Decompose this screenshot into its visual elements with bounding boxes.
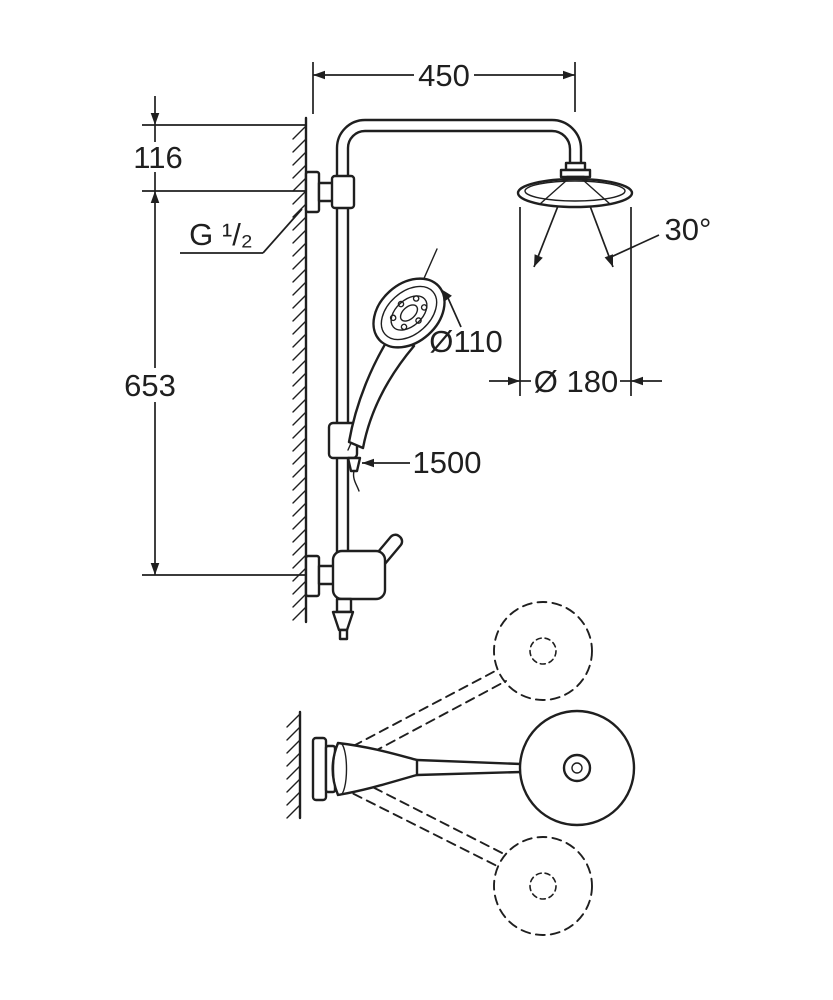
side-view <box>286 709 636 827</box>
hose-outlet-cone <box>346 456 362 473</box>
spray-nozzle <box>397 300 405 308</box>
dimension-110: Ø110 <box>429 289 503 359</box>
wall-hatching <box>286 713 301 819</box>
head-detail-line <box>582 179 611 205</box>
dimension-450: 450 <box>312 58 576 114</box>
arrowhead <box>604 254 613 267</box>
spray-nozzle <box>389 314 397 322</box>
arrowhead <box>631 376 643 386</box>
head-detail-line <box>539 179 568 205</box>
head-shower-plan <box>518 709 636 827</box>
arrowhead <box>150 563 160 575</box>
spray-cone: 30° <box>533 205 712 268</box>
bracket-clamp <box>330 174 356 210</box>
dimension-653: 653 <box>124 190 306 576</box>
shower-arm-edge <box>415 758 523 766</box>
wall-hatching <box>292 125 307 621</box>
bracket-flange <box>304 170 321 214</box>
valve-outlet <box>335 597 353 614</box>
arm-cone <box>331 741 419 797</box>
shower-holder <box>327 421 362 492</box>
dimension-116: 116 <box>133 96 306 191</box>
leader-line <box>447 297 462 328</box>
spray-nozzle <box>400 323 408 331</box>
handshower-face-ring <box>380 285 438 341</box>
dimension-180: Ø 180 <box>489 207 662 399</box>
dim-116-label: 116 <box>133 140 182 175</box>
head-shower-face <box>524 180 626 202</box>
arm-cone-rim <box>332 742 348 796</box>
swivel-arm-dashed <box>339 786 500 868</box>
pipe-outer-edge <box>335 118 583 562</box>
spray-nozzle <box>412 295 420 302</box>
valve-wall-flange <box>304 554 321 598</box>
leader-line <box>262 208 303 254</box>
shower-arm-edge <box>415 770 523 777</box>
diverter-valve <box>304 533 404 641</box>
thread-callout: G ¹/₂ <box>180 208 303 254</box>
dim-180-label: Ø 180 <box>534 364 618 399</box>
hose-stub <box>352 470 360 492</box>
arrowhead <box>313 70 325 80</box>
dim-653-label: 653 <box>124 368 176 403</box>
arrowhead <box>563 70 575 80</box>
wall-bracket-top <box>304 170 356 214</box>
head-shower-rim <box>516 177 634 209</box>
head-position-lower-dashed <box>493 836 593 936</box>
arrowhead <box>362 458 374 468</box>
hose-connector-cone <box>331 610 355 632</box>
arrowhead <box>150 191 160 203</box>
wall-top <box>292 116 308 624</box>
head-shower-hub <box>562 753 592 783</box>
angle-30-label: 30° <box>665 212 712 247</box>
arrowhead <box>150 113 160 125</box>
dim-450-label: 450 <box>418 58 470 93</box>
leader-line <box>610 234 660 258</box>
arrowhead <box>441 289 452 302</box>
head-position-upper-dashed <box>493 601 593 701</box>
valve-body <box>331 549 387 601</box>
dimension-1500: 1500 <box>362 445 481 480</box>
head-hub-lower-dashed <box>529 872 557 900</box>
head-shower-pivot <box>571 762 583 774</box>
handshower-head <box>372 277 446 349</box>
spray-nozzle <box>420 304 428 311</box>
dim-110-label: Ø110 <box>429 324 503 359</box>
head-shower <box>516 177 634 209</box>
arrowhead <box>508 376 520 386</box>
pipe-inner-edge <box>346 129 572 562</box>
swivel-arm-dashed <box>339 668 500 754</box>
handshower-face-ring <box>399 304 419 322</box>
head-hub-upper-dashed <box>529 637 557 665</box>
arrowhead <box>534 254 543 267</box>
hand-shower <box>347 248 446 451</box>
spray-nozzle <box>415 317 422 324</box>
thread-label: G ¹/₂ <box>189 217 253 252</box>
valve-arm <box>317 564 336 586</box>
handshower-handle <box>347 334 416 450</box>
escutcheon <box>311 736 328 802</box>
dim-1500-label: 1500 <box>413 445 482 480</box>
hose-nipple <box>338 628 349 641</box>
